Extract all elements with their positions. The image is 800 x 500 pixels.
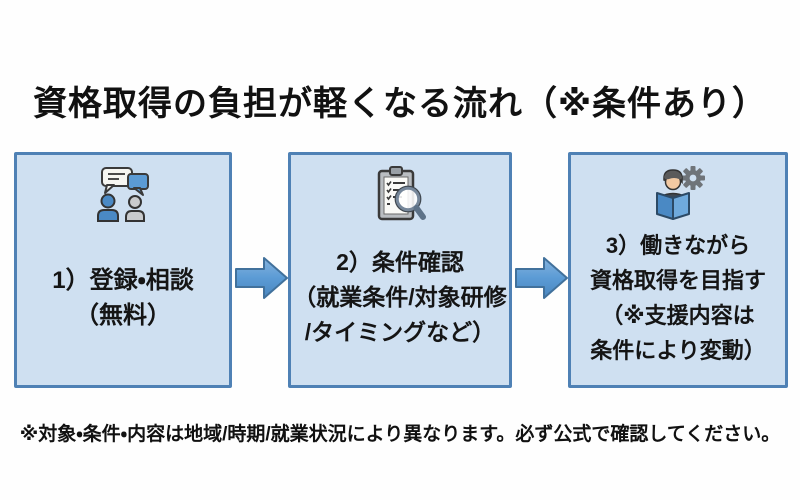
- chat-consultation-icon: [92, 164, 154, 224]
- flow-step-2-textarea: 2）条件確認 （就業条件/対象研修 /タイミングなど）: [291, 224, 509, 385]
- right-arrow-icon: [515, 254, 569, 302]
- flow-step-2-box: 2）条件確認 （就業条件/対象研修 /タイミングなど）: [288, 152, 512, 388]
- study-gear-icon: [648, 164, 708, 224]
- footnote: ※対象・条件・内容は地域/時期/就業状況により異なります。必ず公式で確認してくだ…: [19, 424, 781, 445]
- flow-step-1-text: 1）登録・相談 （無料）: [52, 266, 194, 329]
- clipboard-check-icon: [372, 164, 428, 224]
- flow-step-1-textarea: 1）登録・相談 （無料）: [17, 224, 229, 385]
- flow-step-3-textarea: 3）働きながら 資格取得を目指す （※支援内容は 条件により変動）: [571, 224, 785, 385]
- flow-step-3-box: 3）働きながら 資格取得を目指す （※支援内容は 条件により変動）: [568, 152, 788, 388]
- page-title: 資格取得の負担が軽くなる流れ（※条件あり）: [32, 85, 768, 123]
- right-arrow-icon: [235, 254, 289, 302]
- flow-step-3-text: 3）働きながら 資格取得を目指す （※支援内容は 条件により変動）: [589, 232, 766, 363]
- flow-step-1-box: 1）登録・相談 （無料）: [14, 152, 232, 388]
- flow-step-2-text: 2）条件確認 （就業条件/対象研修 /タイミングなど）: [293, 249, 507, 345]
